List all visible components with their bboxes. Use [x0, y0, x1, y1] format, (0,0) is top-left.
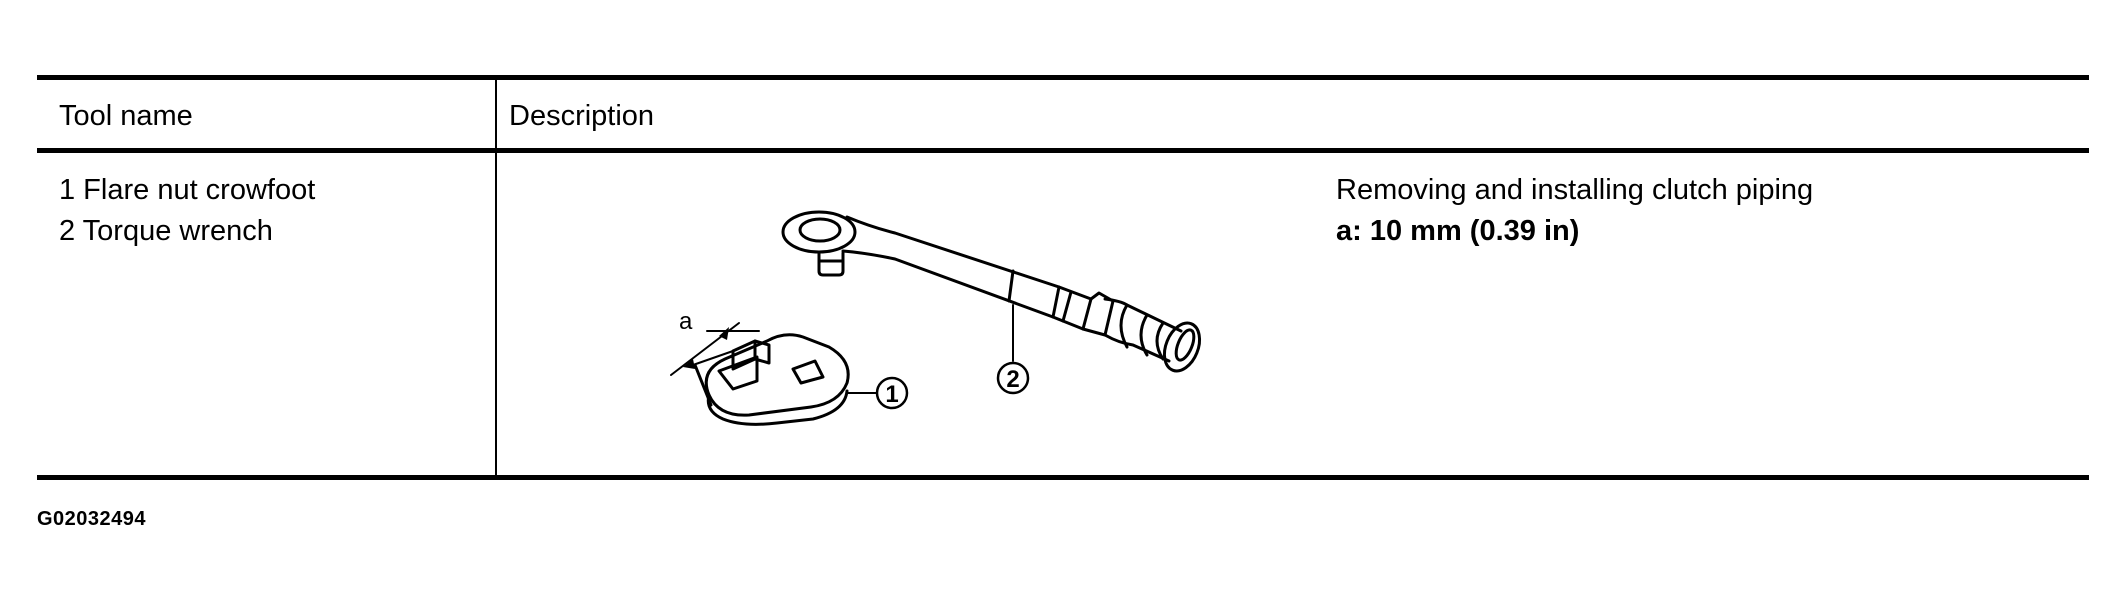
- callout-number-crowfoot: 1: [885, 381, 898, 408]
- tool-item-flare-nut-crowfoot: 1 Flare nut crowfoot: [59, 174, 316, 206]
- flare-nut-crowfoot-drawing: [670, 322, 909, 426]
- description-spec: a: 10 mm (0.39 in): [1336, 215, 1580, 247]
- description-purpose: Removing and installing clutch piping: [1336, 174, 1814, 206]
- figure-id: G02032494: [37, 508, 147, 530]
- column-divider: [495, 80, 497, 475]
- header-description: Description: [509, 100, 655, 132]
- description-cell: Removing and installing clutch piping a:…: [1336, 170, 1813, 252]
- callout-number-wrench: 2: [1006, 366, 1019, 393]
- tool-name-list: 1 Flare nut crowfoot 2 Torque wrench: [59, 170, 315, 252]
- tool-item-torque-wrench: 2 Torque wrench: [59, 215, 273, 247]
- table-top-rule: [37, 75, 2089, 80]
- table-header-rule: [37, 148, 2089, 153]
- tool-illustration: a 1 2: [670, 210, 1202, 426]
- torque-wrench-drawing: [781, 210, 1202, 373]
- header-tool-name: Tool name: [59, 100, 193, 132]
- special-tool-table: Tool name Description 1 Flare nut crowfo…: [37, 75, 2089, 480]
- dimension-label-a: a: [679, 308, 693, 335]
- table-bottom-rule: [37, 475, 2089, 480]
- wrench-callout-leader: [996, 304, 1030, 395]
